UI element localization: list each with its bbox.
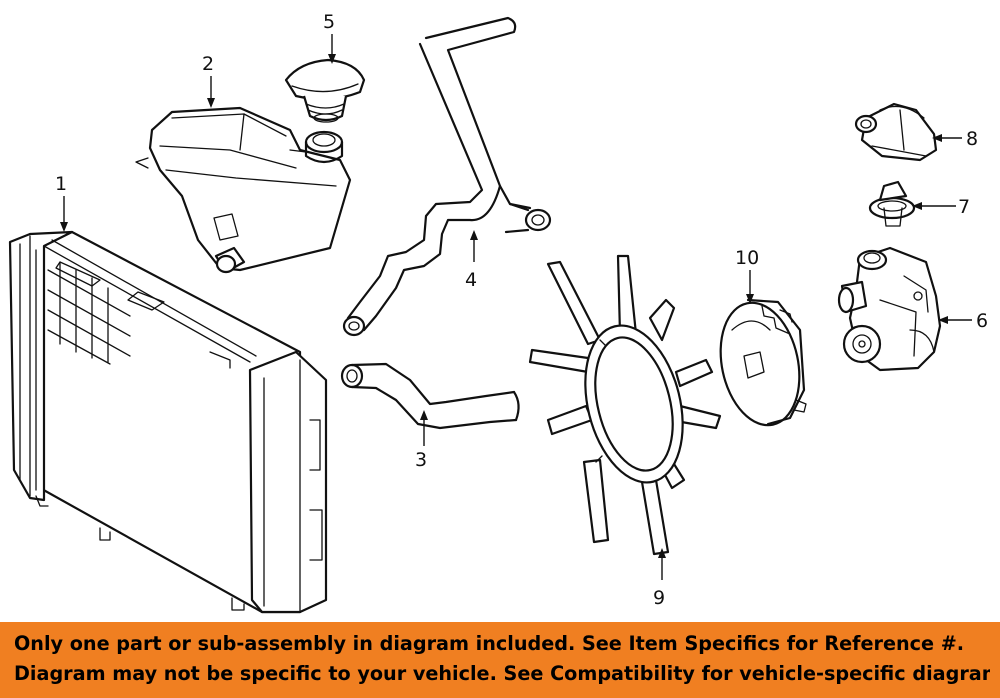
callout-8: 8 (966, 128, 978, 150)
upper-hose-part (342, 16, 552, 337)
expansion-tank-part (135, 106, 352, 274)
callout-1-arrow (60, 222, 68, 232)
callout-1: 1 (55, 173, 67, 195)
callout-9-arrow (658, 548, 666, 558)
callout-7-arrow (912, 202, 922, 210)
callout-5-arrow (328, 54, 336, 64)
callout-3-arrow (420, 410, 428, 420)
callout-2: 2 (202, 53, 214, 75)
callout-3: 3 (415, 449, 427, 471)
water-pump-part (837, 246, 942, 372)
callout-10: 10 (735, 247, 759, 269)
parts-diagram: 1 2 5 (8, 11, 988, 614)
radiator-cap-part (284, 58, 366, 123)
callout-7: 7 (958, 196, 970, 218)
callout-9: 9 (653, 587, 665, 609)
disclaimer-banner: Only one part or sub-assembly in diagram… (0, 622, 1000, 698)
callout-5: 5 (323, 11, 335, 33)
callout-6-arrow (938, 316, 948, 324)
thermostat-housing-part (854, 102, 938, 162)
thermostat-part (868, 180, 916, 227)
callout-6: 6 (976, 310, 988, 332)
disclaimer-line-2: Diagram may not be specific to your vehi… (14, 662, 990, 685)
callout-4: 4 (465, 269, 477, 291)
callout-8-arrow (932, 134, 942, 142)
lower-hose-part (340, 362, 520, 430)
radiator-part (8, 230, 328, 614)
cooling-fan-part (528, 254, 722, 556)
callout-4-arrow (470, 230, 478, 240)
callout-10-arrow (746, 294, 754, 304)
disclaimer-line-1: Only one part or sub-assembly in diagram… (14, 632, 965, 655)
callout-2-arrow (207, 98, 215, 108)
fan-clutch-part (719, 298, 807, 427)
